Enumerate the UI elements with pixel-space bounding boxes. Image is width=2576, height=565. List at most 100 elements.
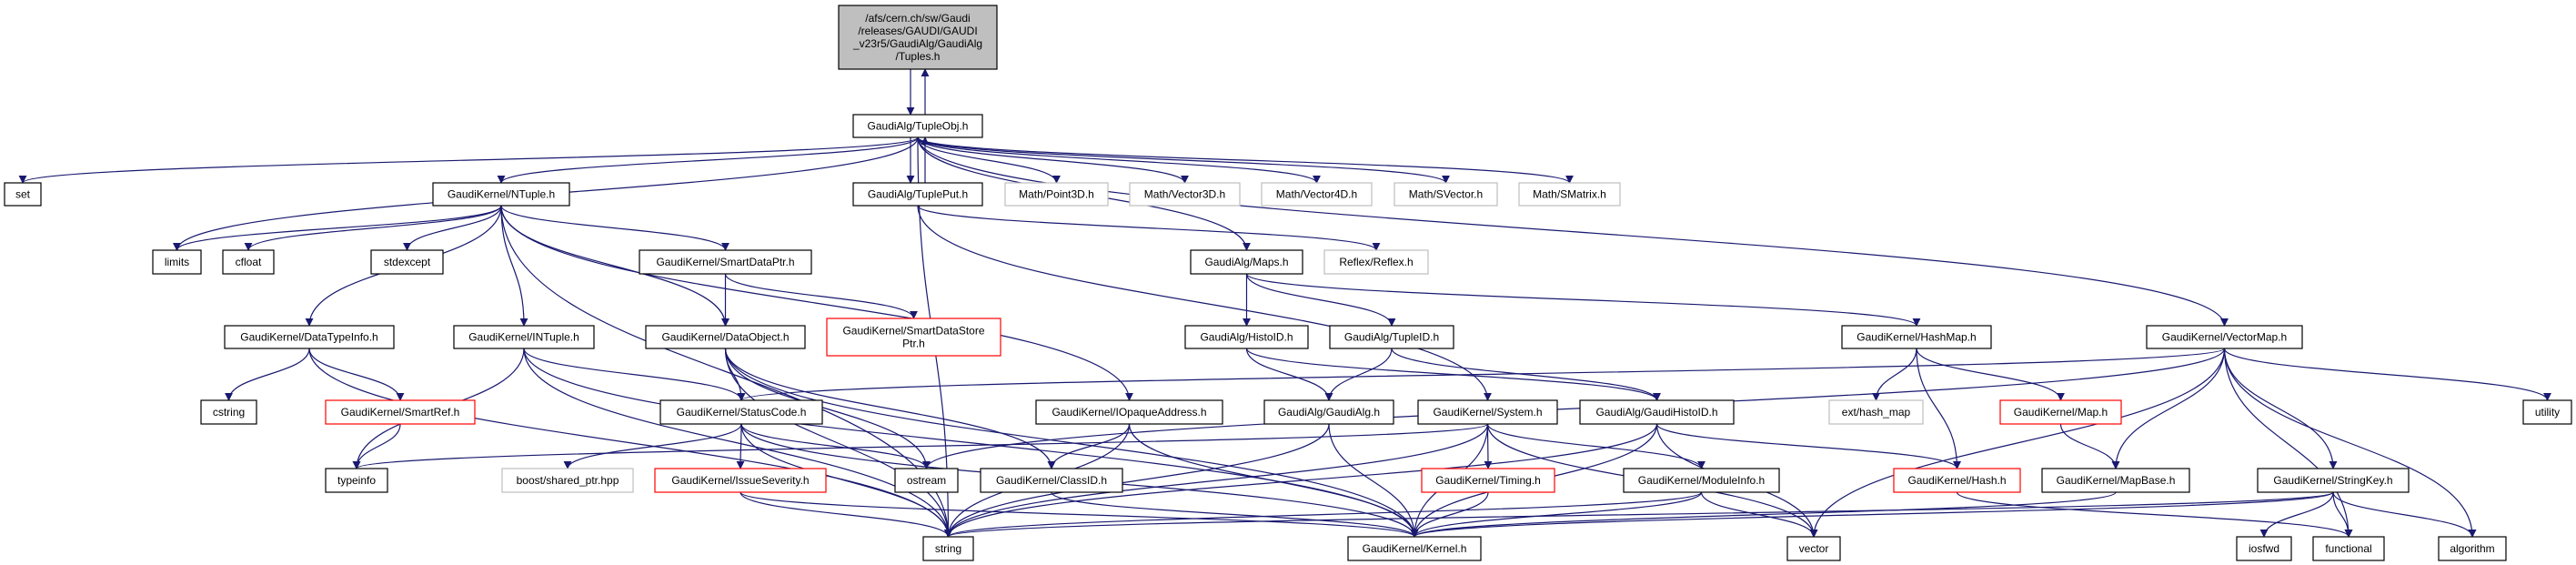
- node-box: [152, 249, 202, 275]
- node-smartref[interactable]: GaudiKernel/SmartRef.h: [325, 399, 476, 425]
- node-svector[interactable]: Math/SVector.h: [1394, 182, 1498, 207]
- node-vector[interactable]: vector: [1786, 536, 1841, 561]
- node-tuples[interactable]: /afs/cern.ch/sw/Gaudi/releases/GAUDI/GAU…: [838, 5, 998, 70]
- node-limits[interactable]: limits: [152, 249, 202, 275]
- node-datatypeinfo[interactable]: GaudiKernel/DataTypeInfo.h: [224, 325, 395, 349]
- edge-tupleobj-to-svector: [917, 136, 1450, 184]
- node-label: cfloat: [236, 256, 262, 268]
- node-box: [1129, 182, 1241, 207]
- node-vectormap[interactable]: GaudiKernel/VectorMap.h: [2146, 325, 2303, 349]
- edge-stringkey-to-kernel: [1410, 491, 2334, 538]
- node-vector3d[interactable]: Math/Vector3D.h: [1129, 182, 1241, 207]
- node-intuple[interactable]: GaudiKernel/INTuple.h: [453, 325, 595, 349]
- node-label: GaudiKernel/Hash.h: [1907, 474, 2006, 487]
- node-cfloat[interactable]: cfloat: [222, 249, 275, 275]
- node-box: [4, 182, 42, 207]
- node-hashmap[interactable]: GaudiKernel/HashMap.h: [1841, 325, 1992, 349]
- edge-dataobject-to-kernel: [724, 348, 1419, 538]
- node-issueseverity[interactable]: GaudiKernel/IssueSeverity.h: [654, 468, 827, 493]
- node-string[interactable]: string: [922, 536, 974, 561]
- node-set[interactable]: set: [4, 182, 42, 207]
- node-statuscode[interactable]: GaudiKernel/StatusCode.h: [659, 399, 823, 425]
- node-tupleput[interactable]: GaudiAlg/TuplePut.h: [852, 182, 983, 207]
- edge-hash-to-functional: [1956, 491, 2353, 538]
- node-box: [894, 468, 959, 493]
- edge-hashmap-to-exthashmap: [1872, 348, 1917, 401]
- node-algorithm[interactable]: algorithm: [2438, 536, 2507, 561]
- edge-tupleobj-to-ntuple: [497, 136, 919, 184]
- node-smartdataptr[interactable]: GaudiKernel/SmartDataPtr.h: [639, 249, 812, 275]
- node-label: functional: [2325, 542, 2371, 555]
- node-label: algorithm: [2450, 542, 2494, 555]
- node-label: /Tuples.h: [896, 50, 941, 63]
- edge-tupleobj-to-vectormap: [917, 136, 2229, 327]
- node-stdexcept[interactable]: stdexcept: [370, 249, 444, 275]
- node-system[interactable]: GaudiKernel/System.h: [1417, 399, 1558, 425]
- node-map[interactable]: GaudiKernel/Map.h: [1999, 399, 2122, 425]
- edge-stringkey-to-string: [944, 491, 2334, 538]
- node-box: [1394, 182, 1498, 207]
- node-box: [659, 399, 823, 425]
- node-label: GaudiAlg/HistoID.h: [1200, 331, 1293, 344]
- node-tupleobj[interactable]: GaudiAlg/TupleObj.h: [852, 114, 983, 138]
- edge-vectormap-to-algorithm: [2223, 348, 2477, 538]
- node-label: GaudiKernel/DataTypeInfo.h: [240, 331, 377, 344]
- node-ostream[interactable]: ostream: [894, 468, 959, 493]
- node-label: utility: [2535, 406, 2560, 419]
- node-smatrix[interactable]: Math/SMatrix.h: [1518, 182, 1621, 207]
- node-label: set: [15, 188, 31, 201]
- node-hash[interactable]: GaudiKernel/Hash.h: [1893, 468, 2021, 493]
- edge-ntuple-to-intuple: [500, 205, 528, 327]
- node-label: limits: [165, 256, 189, 268]
- node-box: [1786, 536, 1841, 561]
- node-boost[interactable]: boost/shared_ptr.hpp: [501, 468, 634, 493]
- node-utility[interactable]: utility: [2522, 399, 2572, 425]
- node-box: [1579, 399, 1735, 425]
- edge-dataobject-to-string: [724, 348, 952, 538]
- edge-vectormap-to-stringkey: [2223, 348, 2338, 469]
- node-typeinfo[interactable]: typeinfo: [325, 468, 388, 493]
- node-box: [2522, 399, 2572, 425]
- node-maps[interactable]: GaudiAlg/Maps.h: [1190, 249, 1303, 275]
- node-classid[interactable]: GaudiKernel/ClassID.h: [980, 468, 1123, 493]
- node-gaudialg[interactable]: GaudiAlg/GaudiAlg.h: [1263, 399, 1394, 425]
- node-box: [224, 325, 395, 349]
- node-box: [2146, 325, 2303, 349]
- node-gaudihistoid[interactable]: GaudiAlg/GaudiHistoID.h: [1579, 399, 1735, 425]
- edge-tupleobj-to-vector4d: [917, 136, 1321, 184]
- node-iopaqueaddress[interactable]: GaudiKernel/IOpaqueAddress.h: [1035, 399, 1223, 425]
- node-label: GaudiKernel/StringKey.h: [2273, 474, 2392, 487]
- edge-datatypeinfo-to-smartref: [308, 348, 405, 401]
- edge-gaudialg-to-string: [944, 423, 1330, 538]
- node-label: GaudiKernel/INTuple.h: [468, 331, 579, 344]
- node-label: GaudiKernel/ModuleInfo.h: [1638, 474, 1765, 487]
- node-label: GaudiKernel/Kernel.h: [1363, 542, 1467, 555]
- node-point3d[interactable]: Math/Point3D.h: [1004, 182, 1109, 207]
- node-moduleinfo[interactable]: GaudiKernel/ModuleInfo.h: [1623, 468, 1780, 493]
- node-box: [1184, 325, 1309, 349]
- node-histoid[interactable]: GaudiAlg/HistoID.h: [1184, 325, 1309, 349]
- edge-classid-to-kernel: [1051, 491, 1419, 538]
- node-functional[interactable]: functional: [2312, 536, 2385, 561]
- node-mapbase[interactable]: GaudiKernel/MapBase.h: [2041, 468, 2190, 493]
- node-timing[interactable]: GaudiKernel/Timing.h: [1421, 468, 1555, 493]
- node-ntuple[interactable]: GaudiKernel/NTuple.h: [432, 182, 570, 207]
- node-box: [1893, 468, 2021, 493]
- node-kernel[interactable]: GaudiKernel/Kernel.h: [1347, 536, 1482, 561]
- node-box: [1323, 249, 1429, 275]
- node-box: [370, 249, 444, 275]
- node-reflex[interactable]: Reflex/Reflex.h: [1323, 249, 1429, 275]
- node-dataobject[interactable]: GaudiKernel/DataObject.h: [645, 325, 806, 349]
- edge-histoid-to-gaudialg: [1245, 348, 1333, 401]
- node-box: [838, 5, 998, 70]
- node-tupleid[interactable]: GaudiAlg/TupleID.h: [1329, 325, 1454, 349]
- node-label: /releases/GAUDI/GAUDI: [858, 25, 977, 37]
- node-label: GaudiKernel/ClassID.h: [996, 474, 1107, 487]
- node-vector4d[interactable]: Math/Vector4D.h: [1261, 182, 1373, 207]
- node-cstring[interactable]: cstring: [200, 399, 257, 425]
- node-stringkey[interactable]: GaudiKernel/StringKey.h: [2257, 468, 2410, 493]
- node-label: GaudiKernel/NTuple.h: [448, 188, 555, 201]
- node-exthashmap[interactable]: ext/hash_map: [1828, 399, 1924, 425]
- node-iosfwd[interactable]: iosfwd: [2236, 536, 2292, 561]
